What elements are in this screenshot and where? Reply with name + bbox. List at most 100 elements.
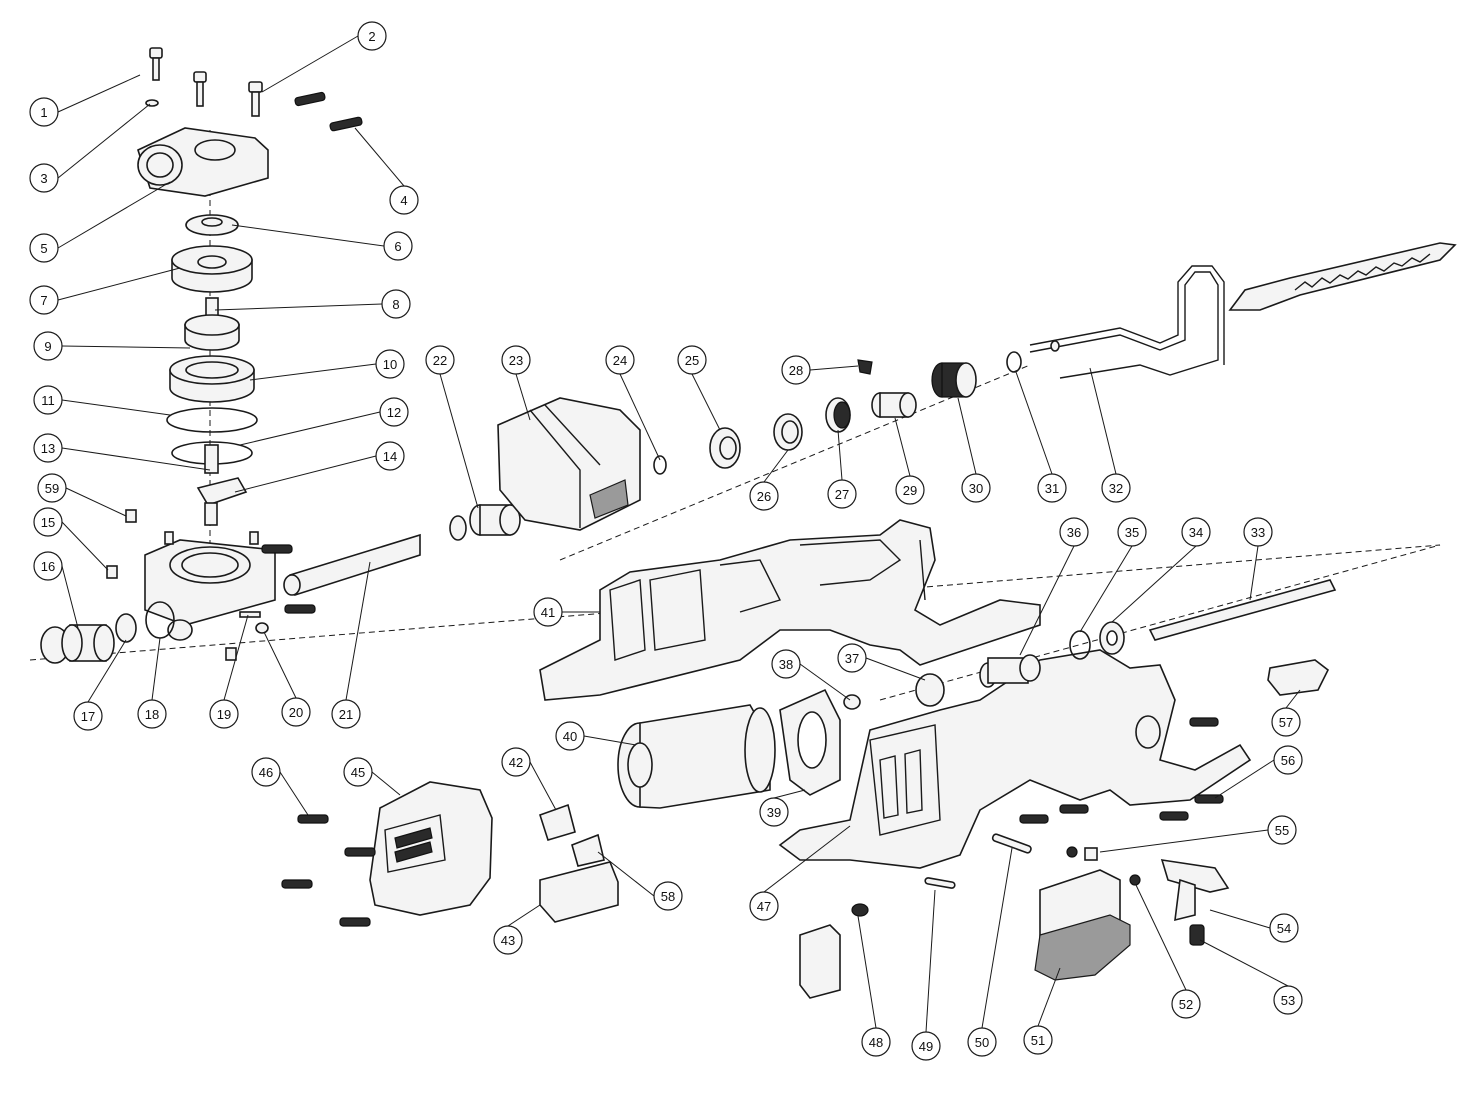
cam-part-14 bbox=[196, 477, 248, 526]
callout-20[interactable]: 20 bbox=[281, 697, 311, 727]
blade-clamp-part-32 bbox=[1029, 265, 1225, 379]
callout-9[interactable]: 9 bbox=[33, 331, 63, 361]
leader-line bbox=[515, 373, 531, 421]
callout-8[interactable]: 8 bbox=[381, 289, 411, 319]
callout-48[interactable]: 48 bbox=[861, 1027, 891, 1057]
callout-11[interactable]: 11 bbox=[33, 385, 63, 415]
callout-37[interactable]: 37 bbox=[837, 643, 867, 673]
callout-38[interactable]: 38 bbox=[771, 649, 801, 679]
svg-text:22: 22 bbox=[433, 353, 447, 368]
callout-14[interactable]: 14 bbox=[375, 441, 405, 471]
callout-3[interactable]: 3 bbox=[29, 163, 59, 193]
callout-6[interactable]: 6 bbox=[383, 231, 413, 261]
callout-42[interactable]: 42 bbox=[501, 747, 531, 777]
callout-56[interactable]: 56 bbox=[1273, 745, 1303, 775]
pin-part-49 bbox=[924, 877, 956, 889]
leader-line bbox=[1037, 967, 1061, 1027]
callout-55[interactable]: 55 bbox=[1267, 815, 1297, 845]
leader-line bbox=[1099, 829, 1269, 853]
svg-text:15: 15 bbox=[41, 515, 55, 530]
callout-45[interactable]: 45 bbox=[343, 757, 373, 787]
callout-21[interactable]: 21 bbox=[331, 699, 361, 729]
callout-28[interactable]: 28 bbox=[781, 355, 811, 385]
callout-31[interactable]: 31 bbox=[1037, 473, 1067, 503]
callout-29[interactable]: 29 bbox=[895, 475, 925, 505]
leader-line bbox=[231, 224, 385, 247]
gear-housing-part-5 bbox=[137, 127, 269, 197]
callout-59[interactable]: 59 bbox=[37, 473, 67, 503]
callout-7[interactable]: 7 bbox=[29, 285, 59, 315]
callout-46[interactable]: 46 bbox=[251, 757, 281, 787]
screw-part-2 bbox=[248, 81, 263, 117]
callout-50[interactable]: 50 bbox=[967, 1027, 997, 1057]
callout-34[interactable]: 34 bbox=[1181, 517, 1211, 547]
screw-part-4a bbox=[294, 91, 326, 107]
leader-line bbox=[57, 267, 181, 301]
callout-39[interactable]: 39 bbox=[759, 797, 789, 827]
callout-36[interactable]: 36 bbox=[1059, 517, 1089, 547]
callout-26[interactable]: 26 bbox=[749, 481, 779, 511]
o-ring-part-11 bbox=[166, 407, 258, 433]
callout-17[interactable]: 17 bbox=[73, 701, 103, 731]
leader-line bbox=[1214, 759, 1275, 799]
svg-text:47: 47 bbox=[757, 899, 771, 914]
screw-gear-case-b bbox=[284, 604, 316, 614]
callout-23[interactable]: 23 bbox=[501, 345, 531, 375]
callout-5[interactable]: 5 bbox=[29, 233, 59, 263]
leader-line bbox=[61, 399, 171, 416]
screw-part-1 bbox=[149, 47, 163, 81]
lever-part-54 bbox=[1160, 859, 1230, 922]
callout-18[interactable]: 18 bbox=[137, 699, 167, 729]
callout-58[interactable]: 58 bbox=[653, 881, 683, 911]
drive-gear-part-30 bbox=[931, 362, 977, 398]
leader-line bbox=[837, 429, 843, 481]
callout-10[interactable]: 10 bbox=[375, 349, 405, 379]
callout-41[interactable]: 41 bbox=[533, 597, 563, 627]
callout-24[interactable]: 24 bbox=[605, 345, 635, 375]
callout-51[interactable]: 51 bbox=[1023, 1025, 1053, 1055]
leader-line bbox=[925, 889, 936, 1033]
svg-text:9: 9 bbox=[44, 339, 51, 354]
callout-47[interactable]: 47 bbox=[749, 891, 779, 921]
callout-15[interactable]: 15 bbox=[33, 507, 63, 537]
svg-text:26: 26 bbox=[757, 489, 771, 504]
leader-line bbox=[371, 771, 401, 796]
callout-22[interactable]: 22 bbox=[425, 345, 455, 375]
callout-4[interactable]: 4 bbox=[389, 185, 419, 215]
svg-text:30: 30 bbox=[969, 481, 983, 496]
bearing-housing-part-10 bbox=[169, 355, 255, 403]
callout-43[interactable]: 43 bbox=[493, 925, 523, 955]
callout-52[interactable]: 52 bbox=[1171, 989, 1201, 1019]
callout-53[interactable]: 53 bbox=[1273, 985, 1303, 1015]
pin-part-19 bbox=[239, 611, 261, 618]
callout-30[interactable]: 30 bbox=[961, 473, 991, 503]
callout-12[interactable]: 12 bbox=[379, 397, 409, 427]
callout-27[interactable]: 27 bbox=[827, 479, 857, 509]
svg-text:53: 53 bbox=[1281, 993, 1295, 1008]
leader-line bbox=[345, 561, 371, 701]
callout-40[interactable]: 40 bbox=[555, 721, 585, 751]
callout-19[interactable]: 19 bbox=[209, 699, 239, 729]
bearing-part-9 bbox=[184, 314, 240, 351]
svg-text:12: 12 bbox=[387, 405, 401, 420]
callout-25[interactable]: 25 bbox=[677, 345, 707, 375]
callout-57[interactable]: 57 bbox=[1271, 707, 1301, 737]
callout-32[interactable]: 32 bbox=[1101, 473, 1131, 503]
housing-half-right-part-47 bbox=[778, 649, 1252, 869]
callout-16[interactable]: 16 bbox=[33, 551, 63, 581]
leader-line bbox=[261, 35, 359, 93]
callout-2[interactable]: 2 bbox=[357, 21, 387, 51]
washer-part-34 bbox=[1099, 621, 1125, 655]
callout-54[interactable]: 54 bbox=[1269, 913, 1299, 943]
leader-line bbox=[61, 521, 109, 571]
callout-13[interactable]: 13 bbox=[33, 433, 63, 463]
right-axis-line bbox=[879, 544, 1441, 701]
callout-33[interactable]: 33 bbox=[1243, 517, 1273, 547]
callout-49[interactable]: 49 bbox=[911, 1031, 941, 1061]
leader-line bbox=[239, 411, 381, 446]
callout-35[interactable]: 35 bbox=[1117, 517, 1147, 547]
brush-holder-part-43 bbox=[539, 861, 619, 923]
housing-half-left-part-41 bbox=[539, 519, 1041, 701]
leader-line bbox=[214, 303, 383, 311]
callout-1[interactable]: 1 bbox=[29, 97, 59, 127]
